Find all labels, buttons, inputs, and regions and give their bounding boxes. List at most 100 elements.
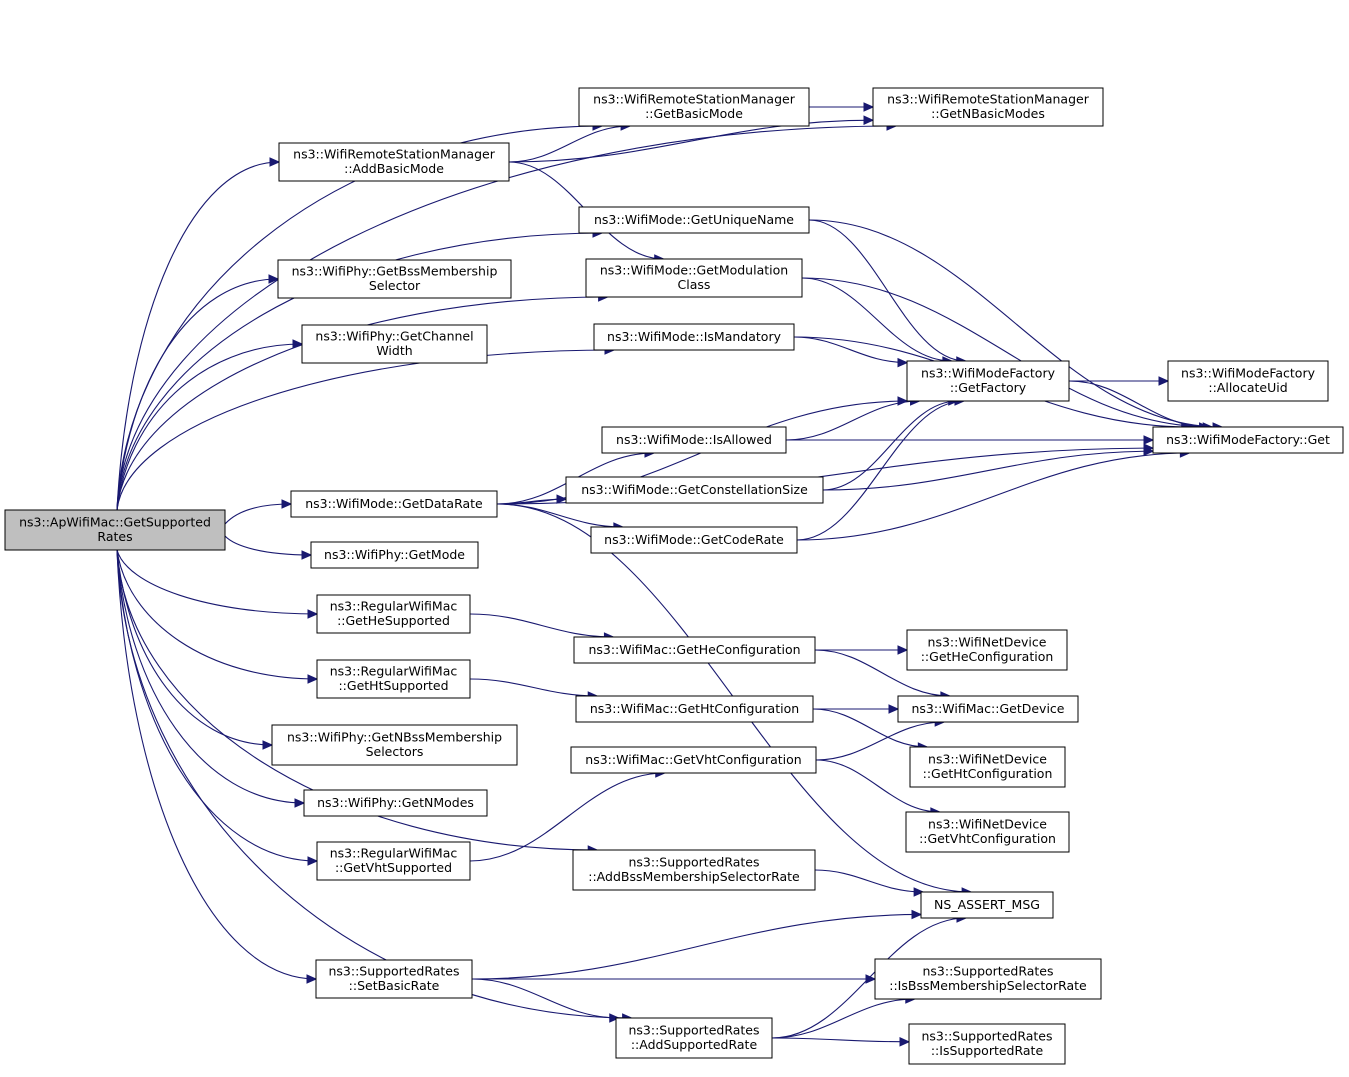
node-box-getBasicMode[interactable] — [578, 87, 810, 127]
node-box-netVhtConfiguration[interactable] — [905, 811, 1070, 853]
node-box-getFactory[interactable] — [906, 360, 1070, 402]
node-box-addSupportedRate[interactable] — [615, 1017, 773, 1059]
node-box-nsAssertMsg[interactable] — [920, 891, 1054, 919]
node-box-root[interactable] — [4, 509, 226, 551]
node-label-getDataRate-0: ns3::WifiMode::GetDataRate — [305, 496, 483, 511]
node-box-isAllowed[interactable] — [601, 426, 787, 454]
node-box-getCodeRate[interactable] — [590, 526, 798, 554]
node-getCodeRate[interactable]: ns3::WifiMode::GetCodeRate — [590, 526, 798, 554]
node-label-getVhtConfiguration-0: ns3::WifiMac::GetVhtConfiguration — [585, 752, 801, 767]
node-box-getDataRate[interactable] — [290, 490, 498, 518]
node-box-netHeConfiguration[interactable] — [906, 629, 1068, 671]
node-addBasicMode[interactable]: ns3::WifiRemoteStationManager::AddBasicM… — [278, 142, 510, 182]
node-label-netHeConfiguration-1: ::GetHeConfiguration — [921, 649, 1054, 664]
node-label-getNModes-0: ns3::WifiPhy::GetNModes — [317, 795, 474, 810]
node-label-getChannelWidth-1: Width — [376, 343, 412, 358]
edge-addBssMembershipSelectorRate-to-nsAssertMsg — [814, 869, 924, 893]
node-box-getNBasicModes[interactable] — [872, 87, 1104, 127]
node-getMode[interactable]: ns3::WifiPhy::GetMode — [310, 541, 479, 569]
node-box-getConstellationSize[interactable] — [565, 476, 824, 504]
node-nsAssertMsg[interactable]: NS_ASSERT_MSG — [920, 891, 1054, 919]
node-box-allocateUid[interactable] — [1167, 360, 1329, 402]
node-box-isMandatory[interactable] — [593, 323, 795, 351]
edge-addSupportedRate-to-isSupportedRate — [771, 1037, 910, 1043]
node-factoryGet[interactable]: ns3::WifiModeFactory::Get — [1152, 426, 1344, 454]
node-addBssMembershipSelectorRate[interactable]: ns3::SupportedRates::AddBssMembershipSel… — [572, 849, 816, 891]
node-box-getHtConfiguration[interactable] — [575, 695, 814, 723]
node-getFactory[interactable]: ns3::WifiModeFactory::GetFactory — [906, 360, 1070, 402]
node-box-getHeSupported[interactable] — [316, 594, 471, 634]
node-label-netVhtConfiguration-1: ::GetVhtConfiguration — [919, 831, 1056, 846]
node-getVhtConfiguration[interactable]: ns3::WifiMac::GetVhtConfiguration — [570, 746, 817, 774]
edge-setBasicRate-to-nsAssertMsg — [471, 913, 922, 980]
node-getVhtSupported[interactable]: ns3::RegularWifiMac::GetVhtSupported — [316, 841, 471, 881]
node-box-getNBssMembershipSelectors[interactable] — [271, 724, 518, 766]
arrowhead-addBasicMode-to-getNBasicModes — [863, 115, 875, 125]
edge-getModulationClass-to-factoryGet — [801, 277, 1213, 428]
node-box-getChannelWidth[interactable] — [301, 324, 488, 364]
node-box-addBasicMode[interactable] — [278, 142, 510, 182]
node-getUniqueName[interactable]: ns3::WifiMode::GetUniqueName — [578, 206, 810, 234]
node-isAllowed[interactable]: ns3::WifiMode::IsAllowed — [601, 426, 787, 454]
edge-getVhtConfiguration-to-getDevice — [815, 721, 945, 761]
node-box-getUniqueName[interactable] — [578, 206, 810, 234]
node-getHtConfiguration[interactable]: ns3::WifiMac::GetHtConfiguration — [575, 695, 814, 723]
node-isSupportedRate[interactable]: ns3::SupportedRates::IsSupportedRate — [908, 1023, 1066, 1065]
node-netVhtConfiguration[interactable]: ns3::WifiNetDevice::GetVhtConfiguration — [905, 811, 1070, 853]
node-box-getMode[interactable] — [310, 541, 479, 569]
node-box-getNModes[interactable] — [303, 789, 488, 817]
node-label-getModulationClass-0: ns3::WifiMode::GetModulation — [600, 263, 788, 278]
node-box-setBasicRate[interactable] — [315, 959, 473, 999]
node-getHeSupported[interactable]: ns3::RegularWifiMac::GetHeSupported — [316, 594, 471, 634]
node-label-root-0: ns3::ApWifiMac::GetSupported — [19, 515, 211, 530]
node-getBasicMode[interactable]: ns3::WifiRemoteStationManager::GetBasicM… — [578, 87, 810, 127]
node-netHeConfiguration[interactable]: ns3::WifiNetDevice::GetHeConfiguration — [906, 629, 1068, 671]
node-box-getHeConfiguration[interactable] — [573, 636, 816, 664]
node-box-getVhtSupported[interactable] — [316, 841, 471, 881]
arrowhead-getConstellationSize-to-factoryGet — [1143, 446, 1155, 456]
node-getDataRate[interactable]: ns3::WifiMode::GetDataRate — [290, 490, 498, 518]
node-box-getVhtConfiguration[interactable] — [570, 746, 817, 774]
node-label-getFactory-0: ns3::WifiModeFactory — [921, 366, 1056, 381]
node-label-getHeSupported-1: ::GetHeSupported — [337, 613, 450, 628]
edge-root-to-getHtSupported — [116, 549, 318, 680]
node-label-netHeConfiguration-0: ns3::WifiNetDevice — [928, 635, 1047, 650]
node-getDevice[interactable]: ns3::WifiMac::GetDevice — [897, 695, 1079, 723]
edge-root-to-getNModes — [116, 549, 305, 804]
node-label-isAllowed-0: ns3::WifiMode::IsAllowed — [616, 432, 772, 447]
node-box-isSupportedRate[interactable] — [908, 1023, 1066, 1065]
edge-getFactory-to-factoryGet — [1068, 380, 1209, 428]
node-isMandatory[interactable]: ns3::WifiMode::IsMandatory — [593, 323, 795, 351]
node-label-netHtConfiguration-0: ns3::WifiNetDevice — [928, 752, 1047, 767]
node-getNBasicModes[interactable]: ns3::WifiRemoteStationManager::GetNBasic… — [872, 87, 1104, 127]
node-isBssMembershipSelectorRate[interactable]: ns3::SupportedRates::IsBssMembershipSele… — [874, 958, 1102, 1000]
node-addSupportedRate[interactable]: ns3::SupportedRates::AddSupportedRate — [615, 1017, 773, 1059]
edge-root-to-addSupportedRate — [116, 549, 632, 1019]
node-netHtConfiguration[interactable]: ns3::WifiNetDevice::GetHtConfiguration — [909, 746, 1066, 788]
node-label-factoryGet-0: ns3::WifiModeFactory::Get — [1166, 432, 1330, 447]
node-allocateUid[interactable]: ns3::WifiModeFactory::AllocateUid — [1167, 360, 1329, 402]
node-box-getHtSupported[interactable] — [316, 659, 471, 699]
node-label-getHtSupported-0: ns3::RegularWifiMac — [330, 664, 458, 679]
node-box-netHtConfiguration[interactable] — [909, 746, 1066, 788]
node-box-getBssMembershipSelector[interactable] — [277, 259, 512, 299]
edges-layer — [116, 102, 1224, 1047]
node-box-addBssMembershipSelectorRate[interactable] — [572, 849, 816, 891]
node-label-getDevice-0: ns3::WifiMac::GetDevice — [911, 701, 1064, 716]
node-getConstellationSize[interactable]: ns3::WifiMode::GetConstellationSize — [565, 476, 824, 504]
node-setBasicRate[interactable]: ns3::SupportedRates::SetBasicRate — [315, 959, 473, 999]
node-getHtSupported[interactable]: ns3::RegularWifiMac::GetHtSupported — [316, 659, 471, 699]
node-label-setBasicRate-0: ns3::SupportedRates — [328, 964, 459, 979]
node-box-getModulationClass[interactable] — [585, 258, 803, 298]
node-box-factoryGet[interactable] — [1152, 426, 1344, 454]
node-box-getDevice[interactable] — [897, 695, 1079, 723]
node-box-isBssMembershipSelectorRate[interactable] — [874, 958, 1102, 1000]
node-getHeConfiguration[interactable]: ns3::WifiMac::GetHeConfiguration — [573, 636, 816, 664]
node-getNModes[interactable]: ns3::WifiPhy::GetNModes — [303, 789, 488, 817]
